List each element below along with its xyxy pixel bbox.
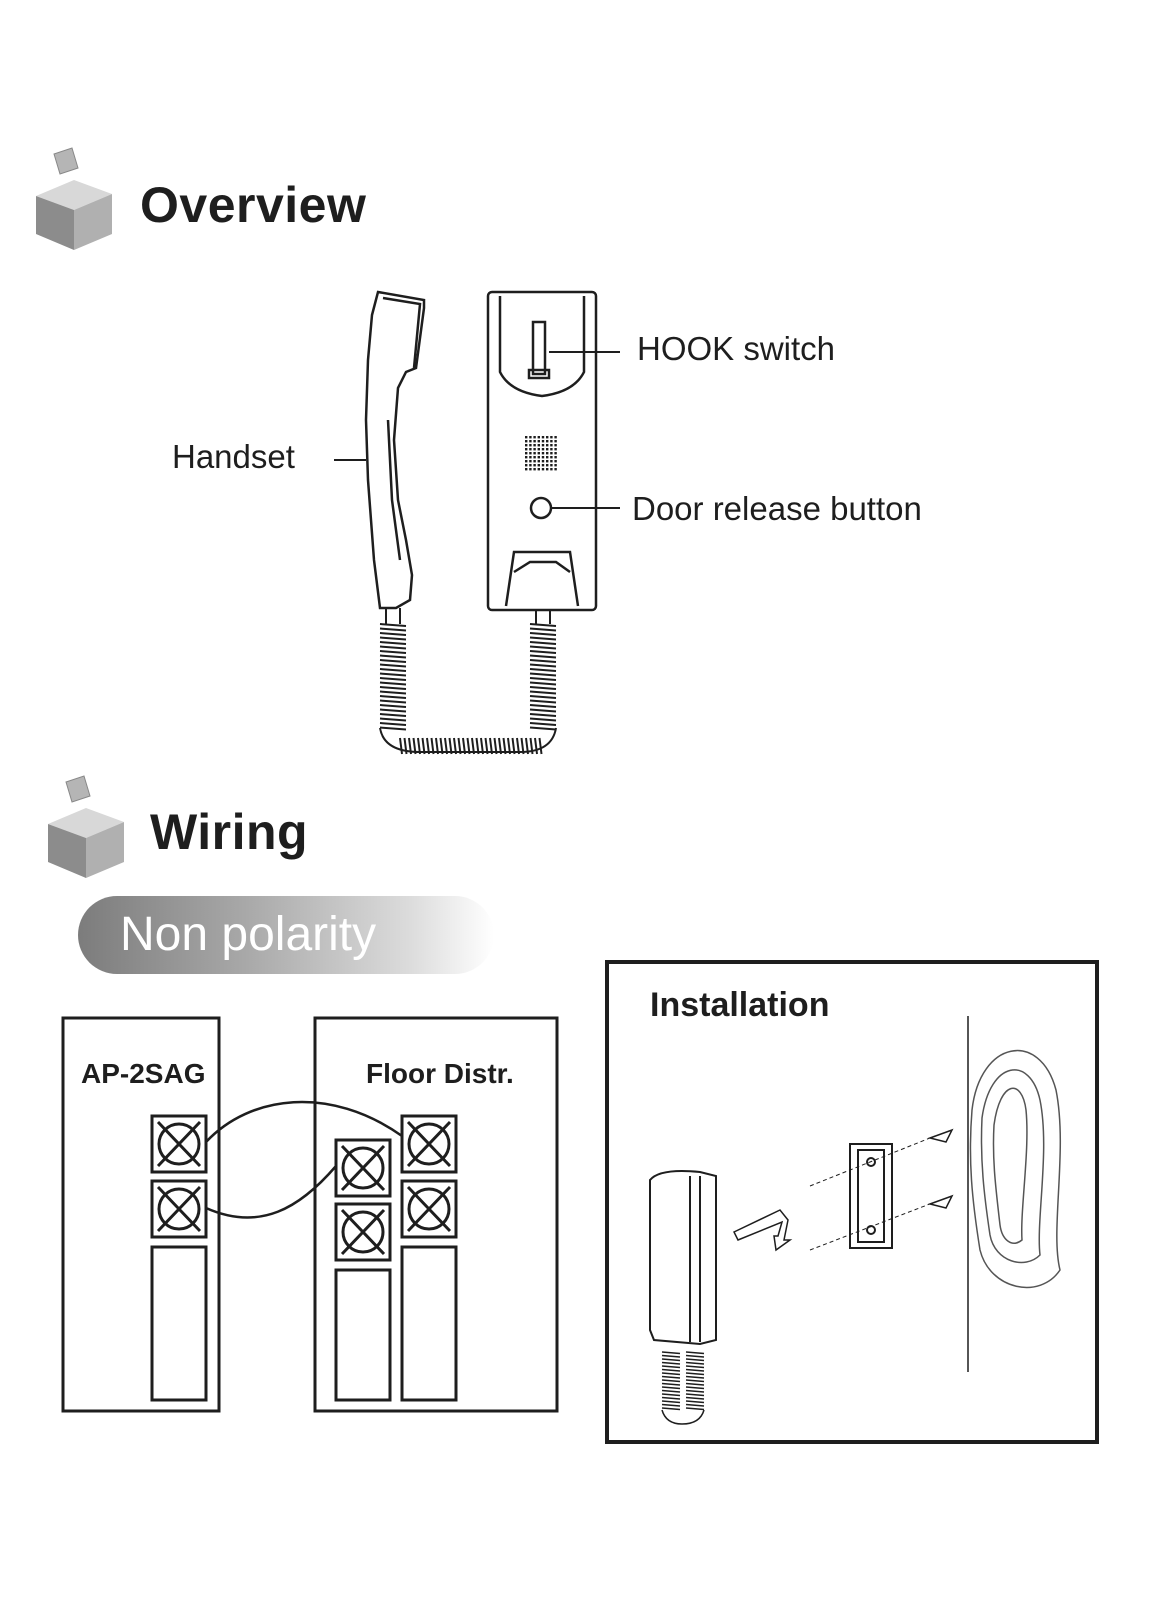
installation-title: Installation <box>650 986 830 1024</box>
wiring-title: Wiring <box>150 804 309 860</box>
hook-switch-label: HOOK switch <box>637 330 836 367</box>
cube-icon <box>48 775 124 878</box>
terminal-screw <box>334 1138 392 1198</box>
overview-section-icon <box>32 146 116 252</box>
ap-2sag-label: AP-2SAG <box>81 1058 206 1089</box>
coiled-cord <box>379 608 557 755</box>
terminal-screw <box>334 1202 392 1262</box>
door-release-label: Door release button <box>632 490 922 527</box>
terminal-screw <box>150 1179 208 1239</box>
overview-title: Overview <box>140 177 367 233</box>
intercom-illustration <box>334 290 620 755</box>
floor-distr-label: Floor Distr. <box>366 1058 514 1089</box>
handset-label: Handset <box>172 438 295 475</box>
terminal-screw <box>400 1179 458 1239</box>
wiring-section-icon <box>44 774 128 880</box>
terminal-screw <box>150 1114 208 1174</box>
speaker-grille <box>525 436 557 471</box>
base-unit-drawing <box>486 290 598 612</box>
cube-icon <box>36 147 112 250</box>
terminal-screw <box>400 1114 458 1174</box>
installation-box <box>605 960 1099 1444</box>
non-polarity-badge: Non polarity <box>78 896 494 974</box>
handset-drawing <box>364 290 426 610</box>
